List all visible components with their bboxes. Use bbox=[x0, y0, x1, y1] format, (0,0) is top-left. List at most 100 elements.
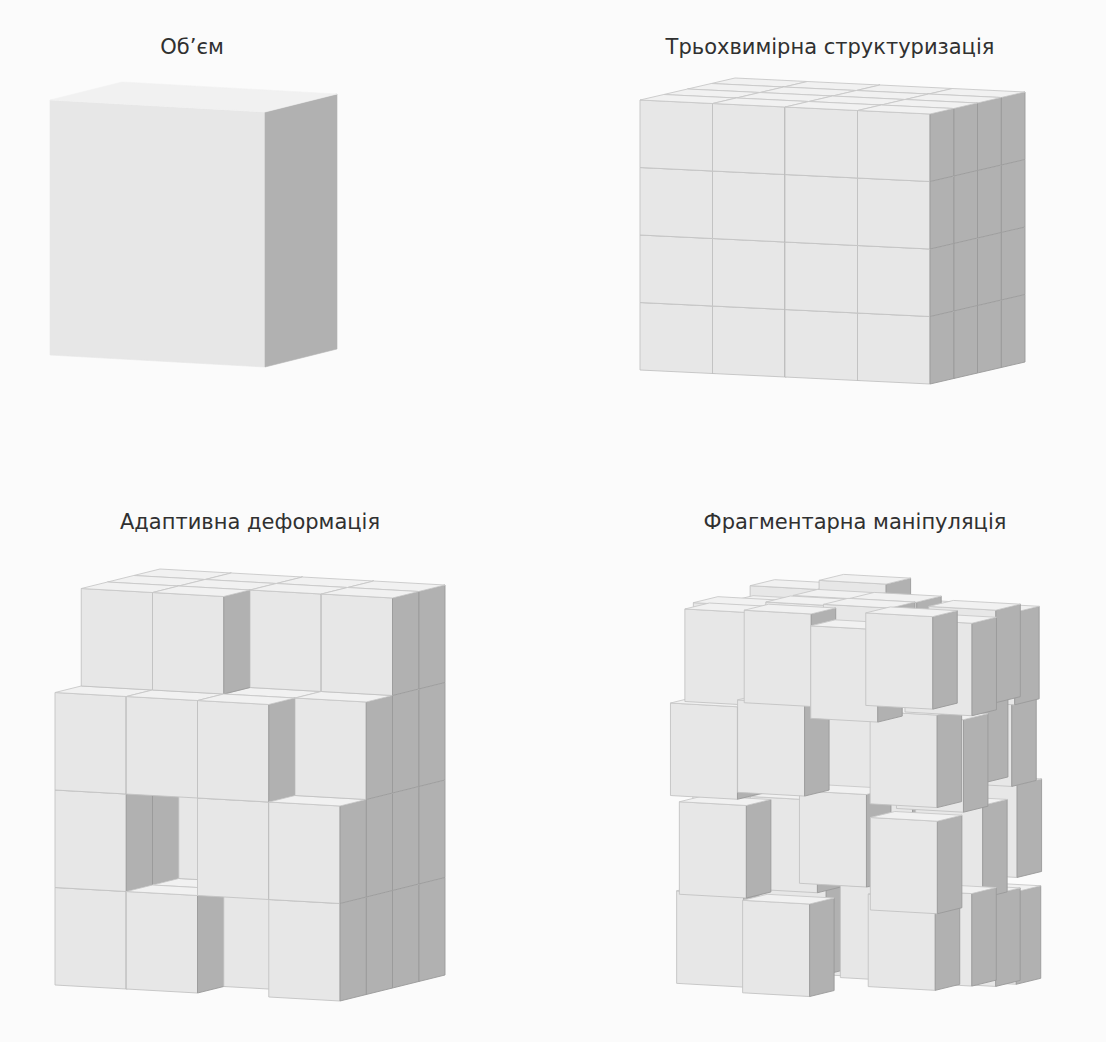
cube-face bbox=[954, 171, 978, 244]
cube-face bbox=[996, 888, 1021, 987]
cube-face bbox=[295, 698, 366, 800]
cube-face bbox=[858, 105, 954, 114]
cube-face bbox=[126, 788, 152, 892]
cube-face bbox=[799, 791, 866, 887]
cube-face bbox=[340, 897, 366, 1001]
cube-face bbox=[321, 588, 419, 599]
panel-title: Адаптивна деформація bbox=[20, 505, 480, 539]
cube-face bbox=[393, 884, 419, 988]
cube-block bbox=[295, 692, 393, 800]
cube-figure bbox=[50, 82, 337, 367]
cube-face bbox=[81, 589, 152, 691]
cube-face bbox=[198, 798, 269, 900]
cube-block bbox=[198, 694, 296, 802]
cube-face bbox=[1017, 779, 1042, 878]
cube-face bbox=[870, 711, 937, 807]
cube-face bbox=[269, 802, 340, 904]
cube-figure bbox=[640, 78, 1025, 384]
cube-face bbox=[269, 900, 340, 1002]
cube-block bbox=[858, 308, 954, 385]
cube-block bbox=[269, 893, 367, 1001]
cube-face bbox=[933, 611, 958, 710]
cube-face bbox=[198, 889, 224, 993]
cube-block bbox=[866, 607, 958, 709]
cube-face bbox=[713, 306, 786, 377]
cube-face bbox=[198, 701, 269, 803]
cube-face bbox=[937, 709, 962, 808]
cube-face bbox=[978, 98, 1002, 171]
cube-block bbox=[870, 811, 962, 913]
cube-face bbox=[870, 811, 962, 821]
cube-face bbox=[866, 613, 933, 709]
panel-title-slot: Трьохвимірна структуризація bbox=[600, 30, 1060, 64]
cube-face bbox=[713, 239, 786, 310]
cube-face bbox=[785, 242, 858, 313]
cube-face bbox=[744, 610, 811, 706]
cube-block bbox=[679, 796, 771, 898]
cube-face bbox=[366, 891, 392, 995]
cube-face bbox=[954, 306, 978, 379]
cube-face bbox=[785, 310, 858, 381]
cube-face bbox=[858, 246, 931, 317]
cube-face bbox=[972, 888, 997, 987]
cube-face bbox=[393, 689, 419, 793]
cube-face bbox=[858, 178, 931, 249]
cube-face bbox=[713, 171, 786, 242]
cube-face bbox=[954, 238, 978, 311]
cube-face bbox=[744, 604, 836, 614]
cube-face bbox=[785, 107, 858, 178]
cube-face bbox=[810, 898, 835, 997]
cube-block bbox=[269, 796, 367, 904]
cube-face bbox=[366, 793, 392, 897]
cube-face bbox=[640, 100, 713, 171]
cube-face bbox=[153, 586, 251, 597]
cube-face bbox=[866, 607, 958, 617]
cube-face bbox=[670, 703, 737, 799]
cube-block bbox=[126, 885, 224, 993]
cube-face bbox=[419, 878, 445, 982]
cube-face bbox=[996, 604, 1021, 703]
cube-block bbox=[153, 586, 251, 694]
panel-title-slot: Об’єм bbox=[0, 30, 422, 64]
cube-face bbox=[321, 594, 392, 696]
cube-face bbox=[250, 590, 321, 692]
cube-face bbox=[978, 165, 1002, 238]
cube-face bbox=[393, 592, 419, 696]
cube-face bbox=[1001, 92, 1025, 165]
cube-face bbox=[978, 233, 1002, 306]
cube-face bbox=[677, 891, 744, 987]
cube-face bbox=[419, 585, 445, 689]
cube-face bbox=[126, 697, 197, 799]
cube-face bbox=[419, 683, 445, 787]
cube-face bbox=[265, 94, 337, 367]
cube-face bbox=[50, 100, 265, 367]
cube-block bbox=[858, 173, 954, 250]
cube-face bbox=[823, 598, 915, 608]
cube-face bbox=[954, 103, 978, 176]
cube-face bbox=[153, 593, 224, 695]
cube-face bbox=[640, 168, 713, 239]
cube-figure bbox=[670, 574, 1041, 996]
cube-face bbox=[858, 111, 931, 182]
cube-face bbox=[640, 235, 713, 306]
cube-face bbox=[393, 787, 419, 891]
cube-face bbox=[224, 590, 250, 694]
cube-face bbox=[972, 617, 997, 716]
panel-title: Трьохвимірна структуризація bbox=[600, 30, 1060, 64]
cube-face bbox=[978, 300, 1002, 373]
cube-face bbox=[743, 900, 810, 996]
cube-face bbox=[55, 888, 126, 990]
cube-face bbox=[930, 176, 954, 249]
cube-face bbox=[785, 175, 858, 246]
cube-face bbox=[340, 800, 366, 904]
cube-face bbox=[819, 574, 911, 584]
cube-face bbox=[55, 693, 126, 795]
cube-block bbox=[321, 588, 419, 696]
cube-block bbox=[858, 240, 954, 317]
cube-face bbox=[640, 303, 713, 374]
cube-block bbox=[743, 894, 835, 996]
cube-face bbox=[746, 800, 771, 899]
cube-face bbox=[713, 104, 786, 175]
cube-face bbox=[50, 82, 337, 112]
